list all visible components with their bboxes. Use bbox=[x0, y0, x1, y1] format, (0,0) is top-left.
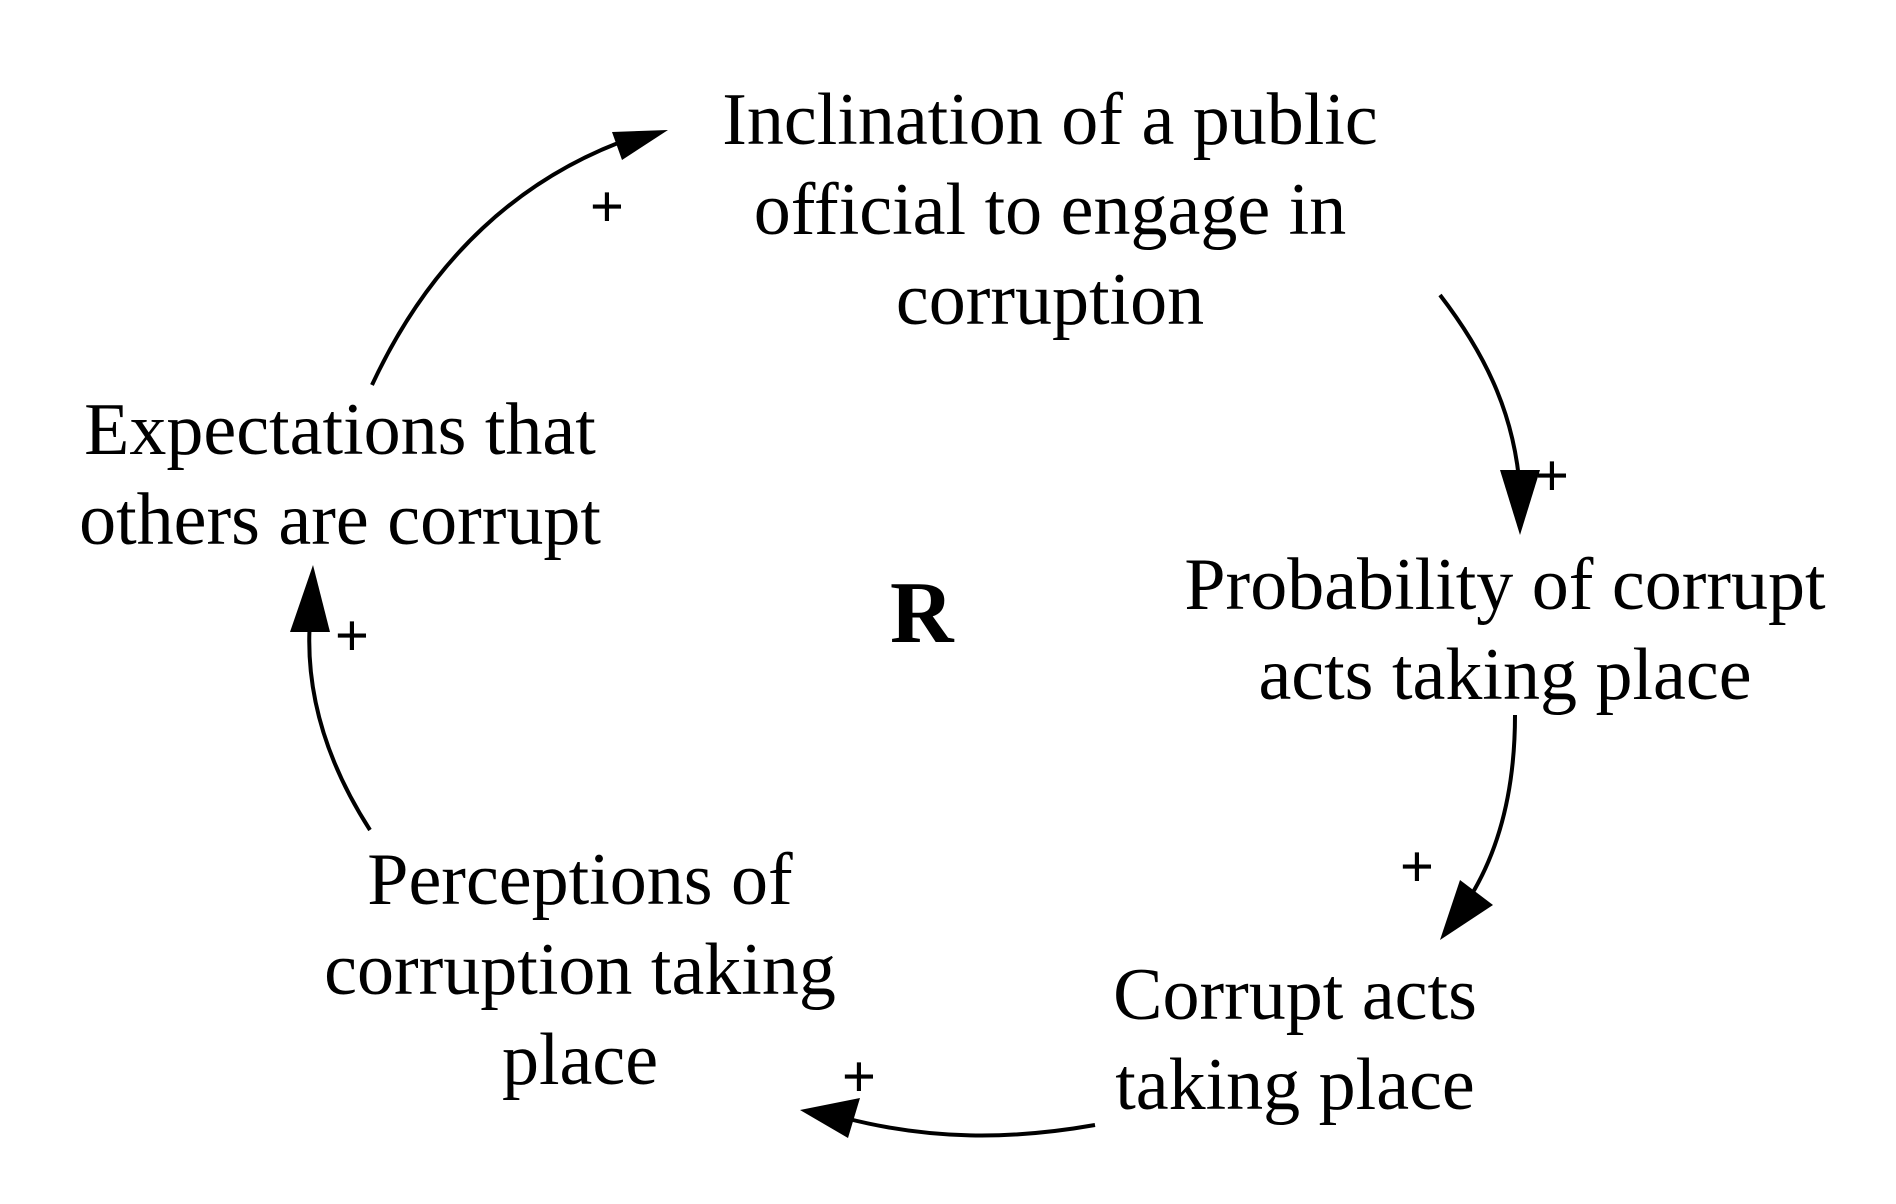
loop-label: R bbox=[890, 565, 954, 662]
node-perceptions-line: corruption taking bbox=[324, 929, 836, 1011]
node-expectations: Expectations that others are corrupt bbox=[30, 385, 650, 565]
polarity-sign: + bbox=[1535, 443, 1569, 508]
node-corrupt-acts: Corrupt acts taking place bbox=[1070, 950, 1520, 1130]
node-inclination-line: Inclination of a public bbox=[722, 79, 1378, 161]
arrowhead-inclination bbox=[612, 130, 668, 160]
node-probability-line: Probability of corrupt bbox=[1184, 544, 1826, 626]
link-corrupt-acts-to-perceptions bbox=[844, 1116, 1096, 1138]
node-perceptions-line: Perceptions of bbox=[367, 839, 793, 921]
polarity-sign: + bbox=[842, 1044, 876, 1109]
link-probability-to-corrupt-acts bbox=[1463, 714, 1517, 907]
node-corrupt-acts-line: taking place bbox=[1115, 1044, 1475, 1126]
polarity-sign: + bbox=[1400, 834, 1434, 899]
node-probability-line: acts taking place bbox=[1258, 634, 1752, 716]
node-inclination-line: official to engage in bbox=[753, 169, 1347, 251]
node-perceptions-line: place bbox=[501, 1019, 659, 1101]
node-inclination: Inclination of a public official to enga… bbox=[690, 75, 1410, 345]
node-expectations-line: Expectations that bbox=[84, 389, 596, 471]
link-inclination-to-probability bbox=[1438, 293, 1522, 491]
node-perceptions: Perceptions of corruption taking place bbox=[270, 835, 890, 1105]
node-expectations-line: others are corrupt bbox=[79, 479, 601, 561]
node-inclination-line: corruption bbox=[895, 259, 1205, 341]
arrowhead-probability bbox=[1500, 470, 1540, 535]
arrowhead-expectations bbox=[290, 565, 330, 632]
node-corrupt-acts-line: Corrupt acts bbox=[1113, 954, 1477, 1036]
polarity-sign: + bbox=[335, 603, 369, 668]
polarity-sign: + bbox=[590, 174, 624, 239]
arrowhead-perceptions bbox=[800, 1098, 860, 1138]
node-probability: Probability of corrupt acts taking place bbox=[1130, 540, 1880, 720]
arrowhead-corrupt-acts bbox=[1440, 880, 1493, 940]
link-perceptions-to-expectations bbox=[307, 619, 372, 832]
link-expectations-to-inclination bbox=[370, 133, 641, 386]
